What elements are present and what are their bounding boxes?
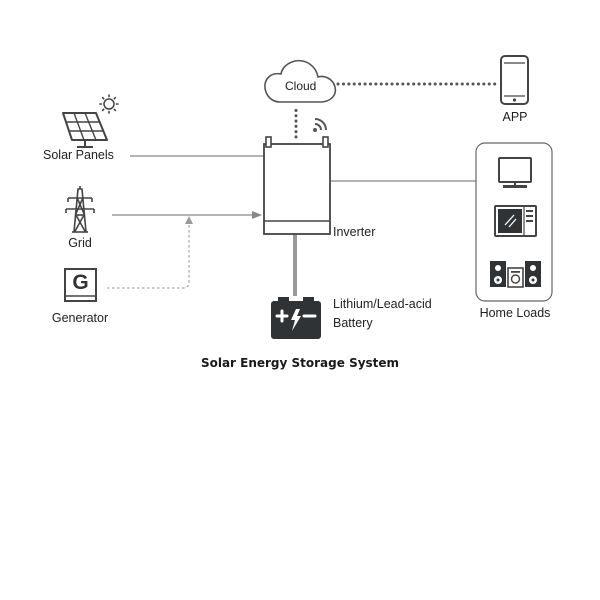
sun-icon bbox=[99, 94, 119, 114]
inverter-label: Inverter bbox=[333, 225, 376, 239]
solar-panel-icon bbox=[62, 112, 108, 148]
connections bbox=[107, 82, 498, 296]
home-loads-label: Home Loads bbox=[479, 306, 551, 320]
wifi-icon bbox=[313, 118, 327, 132]
inverter-icon bbox=[263, 136, 331, 235]
battery-icon bbox=[271, 297, 321, 339]
tv-icon bbox=[498, 157, 532, 188]
microwave-icon bbox=[494, 205, 537, 237]
generator-icon bbox=[64, 268, 97, 302]
app-label: APP bbox=[502, 110, 528, 124]
speaker-icon bbox=[490, 261, 541, 288]
battery-label-line2: Battery bbox=[333, 316, 373, 330]
connector-generator-grid bbox=[107, 224, 190, 289]
solar-panels-label: Solar Panels bbox=[43, 148, 114, 162]
transmission-tower-icon bbox=[65, 186, 95, 233]
cloud-label: Cloud bbox=[285, 79, 317, 93]
diagram-title: Solar Energy Storage System bbox=[200, 356, 400, 370]
generator-glyph: G bbox=[72, 271, 89, 294]
generator-label: Generator bbox=[51, 311, 109, 325]
arrow-into-inverter bbox=[252, 211, 262, 219]
arrow-up-to-grid-line bbox=[185, 216, 193, 224]
cloud-icon bbox=[264, 59, 337, 103]
battery-label-line1: Lithium/Lead-acid bbox=[333, 297, 432, 311]
grid-label: Grid bbox=[68, 236, 92, 250]
smartphone-icon bbox=[500, 55, 529, 105]
